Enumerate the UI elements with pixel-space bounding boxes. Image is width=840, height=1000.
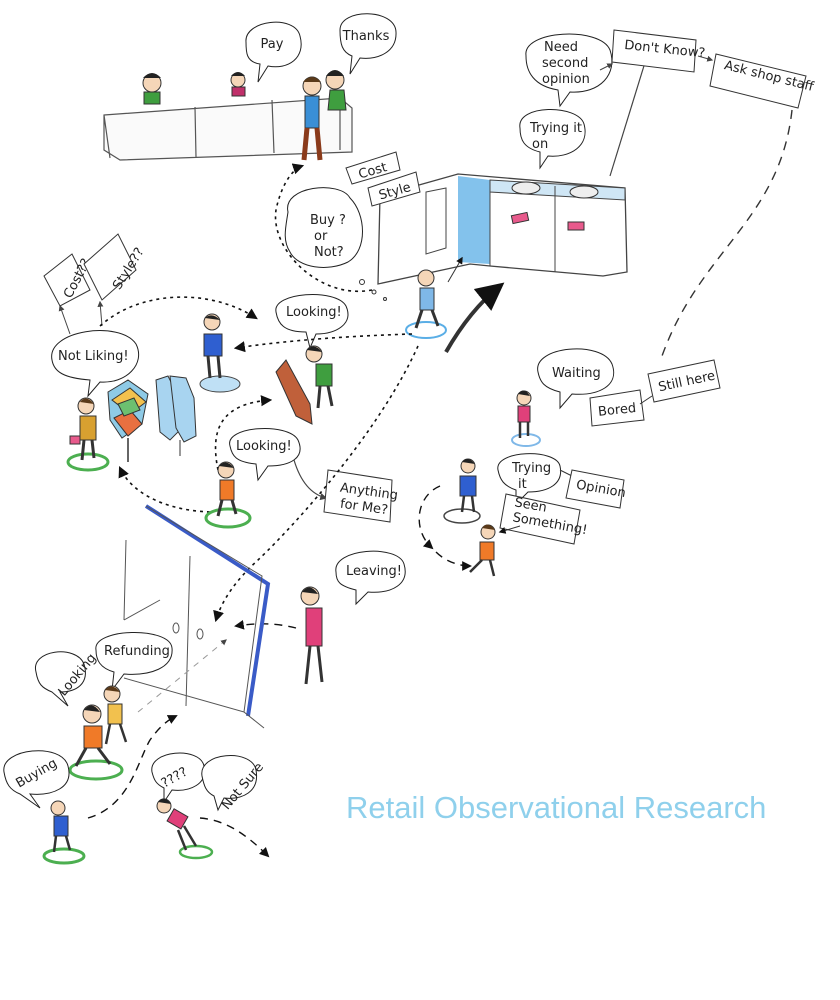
not-liking-to-mannequin-path [99,296,258,327]
opinion-label: Opinion [565,469,627,509]
to-anything-path [293,459,328,501]
second-text: second [542,56,588,71]
thanks-bubble: Thanks [339,13,397,75]
refunding-text: Refunding [104,644,170,659]
mannequin-customer [199,313,241,393]
buying-customer [42,800,86,865]
trying-it-on-bubble: Trying it on [519,108,586,170]
it-text: it [518,477,527,492]
unsure-leaving-path [199,817,270,858]
still-here-label: Still here [647,359,721,403]
leaving-bubble: Leaving! [335,550,406,606]
fitting-sign-2 [567,221,585,231]
not-text: Not? [314,245,344,260]
arrow-to-fitting [444,282,505,353]
ask-staff-label: Ask shop staff [709,53,816,109]
waiting-bubble: Waiting [537,348,615,410]
cashier-2 [230,72,246,97]
question-bubble: ???? [151,752,206,804]
need-text: Need [544,40,578,55]
thanks-text: Thanks [342,29,390,44]
trying-it-on-line1: Trying it [529,121,582,136]
dont-know-label: Don't Know? [611,29,706,73]
orange-customer [204,461,252,529]
customer-browsing [66,397,110,472]
seen-something-customer [469,524,496,577]
pay-bubble: Pay [245,21,302,83]
pay-text: Pay [261,37,284,52]
customer-at-fitting [405,269,447,339]
buy-or-not-bubble: Buy ? or Not? [284,187,387,301]
trying-text: Trying [511,461,551,476]
cashier-3 [325,70,347,111]
bored-label: Bored [589,389,645,427]
for-me-text: for Me? [339,497,389,519]
store-wall [123,504,271,729]
leaving-path [234,619,297,630]
seen-text: Seen [513,495,548,515]
customer-paying [301,76,323,161]
style-q-label: Style?? [83,233,148,301]
cost-label: Cost [345,151,401,185]
looking-top-bubble: Looking! [275,294,349,350]
trying-loop-path [418,485,441,550]
clothes-rack [107,375,197,462]
fitting-sign-1 [510,211,530,225]
not-liking-text: Not Liking! [58,349,129,364]
checkout-area: Pay Thanks [103,13,397,161]
buying-bubble: Buying [3,750,70,809]
checkout-counter [103,97,353,161]
not-liking-bubble: Not Liking! [51,330,139,398]
trying-customer [443,458,481,524]
not-sure-bubble: Not Sure [201,755,267,813]
fitting-to-mannequin-path [233,333,413,353]
page-title: Retail Observational Research [346,790,767,825]
seen-something-label: Seen Something! [499,493,588,545]
fitting-room-structure [377,173,628,285]
leaving-text: Leaving! [346,564,402,579]
unsure-customer [156,798,214,860]
wall-blue-edge [144,504,271,717]
looking-mid-bubble: Looking! [229,428,301,482]
buy-text: Buy ? [310,213,346,228]
mirror-customer [275,345,334,425]
waiting-text: Waiting [552,366,601,381]
mirror-panel [458,176,490,264]
looking-mid-text: Looking! [236,439,292,454]
need-second-opinion-bubble: Need second opinion [525,33,613,108]
anything-for-me-label: Anything for Me? [323,469,399,523]
bored-text: Bored [597,401,637,420]
waiting-customer [511,390,541,447]
opinion-text: opinion [542,72,590,87]
looking-top-text: Looking! [286,305,342,320]
fitting-to-checkout-path [274,163,373,293]
staff-to-still-here-path [661,109,793,357]
leaving-customer [300,586,324,685]
refund-customers [68,685,128,781]
fitting-to-returns-path [213,345,419,623]
refunding-bubble: Refunding [95,632,173,692]
looking-returns-bubble: Looking [35,651,100,707]
trying-it-on-line2: on [532,137,548,152]
looking-to-mirror-path [214,395,273,471]
fitting-rooms [377,54,649,353]
buying-path [87,715,178,819]
trying-it-bubble: Trying it [497,453,562,506]
or-text: or [314,229,328,244]
browsing-path [118,465,211,513]
cashier-1 [142,73,162,105]
